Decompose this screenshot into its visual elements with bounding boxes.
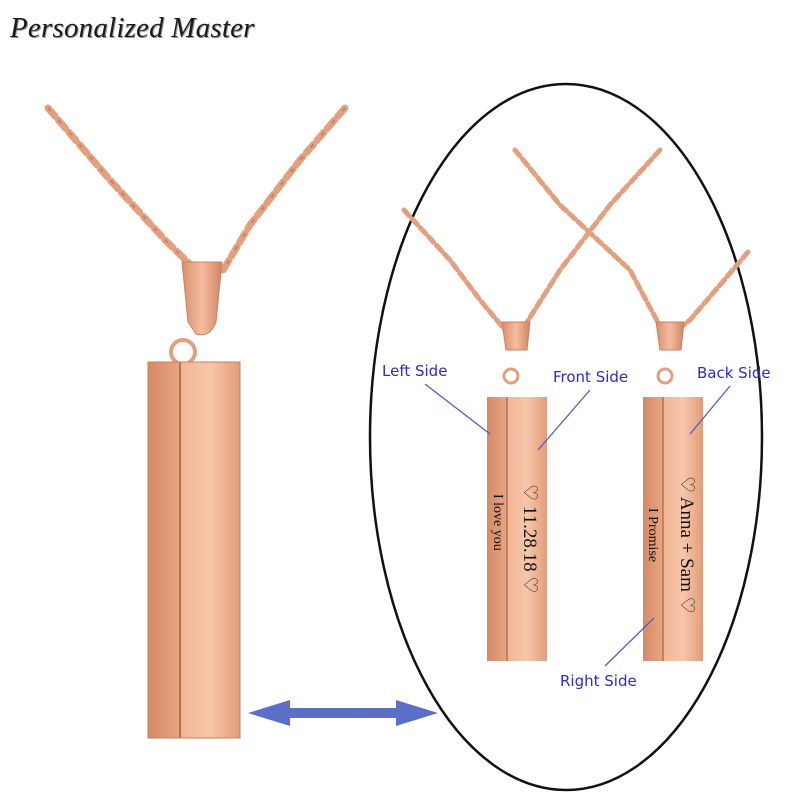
small-ring-2 [656, 367, 674, 385]
engraving-bar2-front: ♡ Anna + Sam ♡ [676, 476, 697, 614]
brand-logo: Personalized Master [10, 12, 255, 44]
label-back-side: Back Side [697, 364, 771, 382]
engraving-bar2-left: I Promise [645, 508, 660, 563]
label-left-side: Left Side [382, 362, 448, 380]
double-arrow [248, 700, 438, 726]
small-bar-1 [487, 397, 547, 661]
small-bail-2 [655, 321, 685, 351]
small-bar-2 [643, 397, 703, 661]
large-necklace-chain [44, 104, 349, 276]
small-necklace-2-chain [512, 147, 751, 335]
label-right-side: Right Side [560, 672, 637, 690]
engraving-bar1-front: ♡ 11.28.18 ♡ [519, 484, 540, 594]
large-pendant-bail [181, 261, 223, 336]
engraving-bar1-left: I love you [490, 494, 505, 551]
small-necklace-1-chain [401, 147, 663, 333]
large-pendant-ring [169, 338, 197, 366]
small-ring-1 [502, 367, 520, 385]
small-bail-1 [501, 321, 531, 351]
large-bar-pendant [147, 361, 241, 739]
pointer-lines [424, 383, 731, 667]
label-front-side: Front Side [553, 368, 629, 386]
zoom-ellipse-frame [368, 82, 764, 792]
large-necklace-chain-inner [47, 107, 346, 273]
